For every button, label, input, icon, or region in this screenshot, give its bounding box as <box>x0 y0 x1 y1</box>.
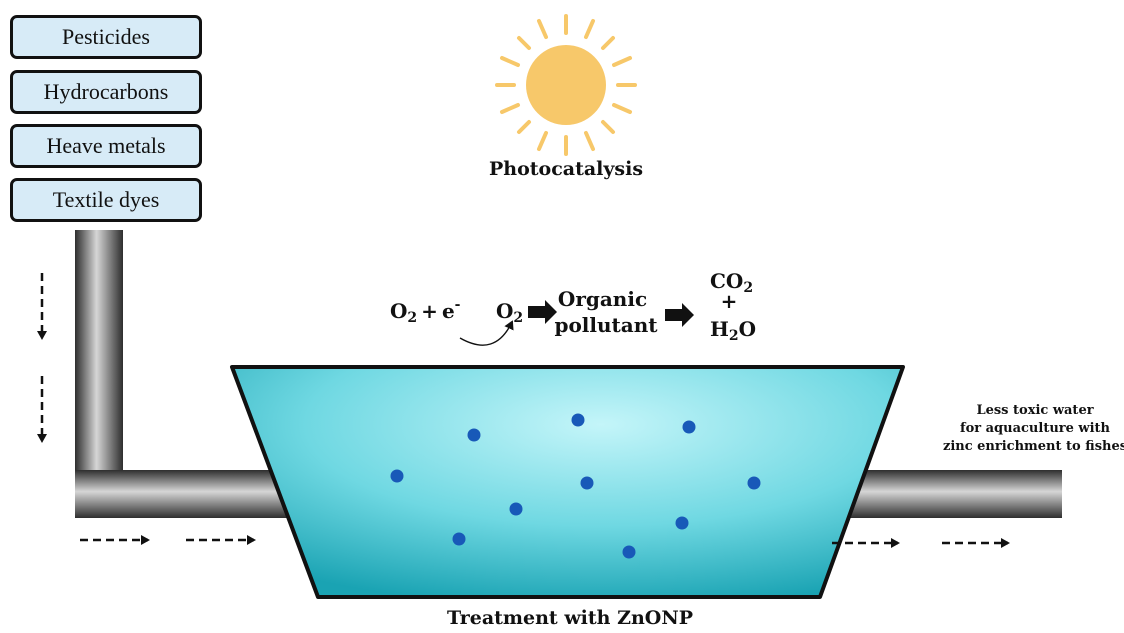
reaction-arrow-1 <box>528 300 557 324</box>
nanoparticle <box>622 545 636 559</box>
nanoparticle <box>682 420 696 434</box>
reaction-arrow-2 <box>665 303 694 327</box>
nanoparticle <box>675 516 689 530</box>
nanoparticle <box>571 413 585 427</box>
flow-arrows <box>37 273 1010 548</box>
superoxide-label: O2 <box>496 299 523 326</box>
organic-pollutant-label: Organic pollutant <box>554 287 658 337</box>
pollutant-label: Heave metals <box>46 133 166 158</box>
pollutant-box-hydrocarbons: Hydrocarbons <box>10 70 202 114</box>
nanoparticle <box>390 469 404 483</box>
pollutant-box-textile-dyes: Textile dyes <box>10 178 202 222</box>
nanoparticle <box>509 502 523 516</box>
inlet-pipe-vertical <box>75 230 123 475</box>
sun-icon <box>495 14 637 156</box>
nanoparticle <box>467 428 481 442</box>
pollutant-label: Textile dyes <box>52 187 160 212</box>
outflow-label-line3: zinc enrichment to fishes <box>943 439 1124 454</box>
nanoparticle <box>580 476 594 490</box>
pollutant-box-pesticides: Pesticides <box>10 15 202 59</box>
reaction-reactants: O2+e- <box>390 297 461 326</box>
product-h2o: H2O <box>710 317 756 344</box>
outflow-label-line2: for aquaculture with <box>960 421 1111 436</box>
treatment-label: Treatment with ZnONP <box>447 607 693 629</box>
electron-transfer-arrow <box>459 320 514 346</box>
nanoparticle <box>747 476 761 490</box>
product-plus: + <box>721 289 738 313</box>
outflow-label-line1: Less toxic water <box>976 403 1093 418</box>
nanoparticle <box>452 532 466 546</box>
product-co2: CO2 <box>710 269 753 296</box>
pollutant-label: Hydrocarbons <box>43 79 169 104</box>
nanoparticles <box>390 413 761 559</box>
photocatalysis-label: Photocatalysis <box>489 158 643 180</box>
treatment-tank <box>230 365 905 599</box>
pollutant-box-heavy-metals: Heave metals <box>10 124 202 168</box>
pollutant-label: Pesticides <box>62 24 150 49</box>
